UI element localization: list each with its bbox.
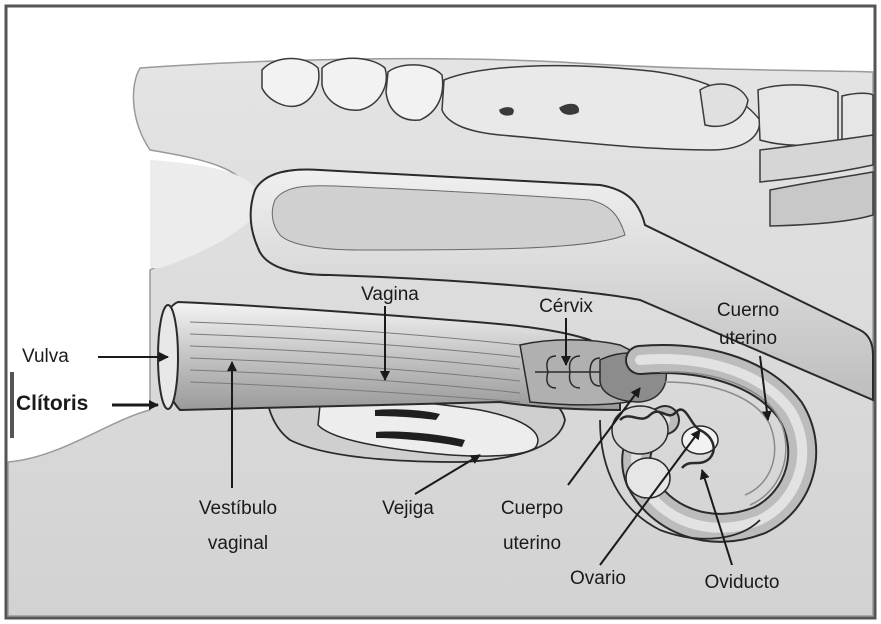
label-clitoris: Clítoris	[16, 393, 88, 415]
label-cervix: Cérvix	[539, 296, 593, 318]
label-cuerpo-line1: Cuerpo	[501, 498, 563, 520]
label-vagina: Vagina	[361, 284, 419, 306]
label-oviducto: Oviducto	[705, 572, 780, 594]
label-vestibulo-line1: Vestíbulo	[199, 498, 277, 520]
clitoris-marker-top	[10, 372, 14, 438]
label-cuerno-line2: uterino	[719, 328, 777, 350]
label-cuerpo-line2: uterino	[503, 533, 561, 555]
label-vulva: Vulva	[22, 346, 69, 368]
label-vestibulo-line2: vaginal	[208, 533, 268, 555]
label-ovario: Ovario	[570, 568, 626, 590]
label-vejiga: Vejiga	[382, 498, 434, 520]
label-cuerno-line1: Cuerno	[717, 300, 779, 322]
